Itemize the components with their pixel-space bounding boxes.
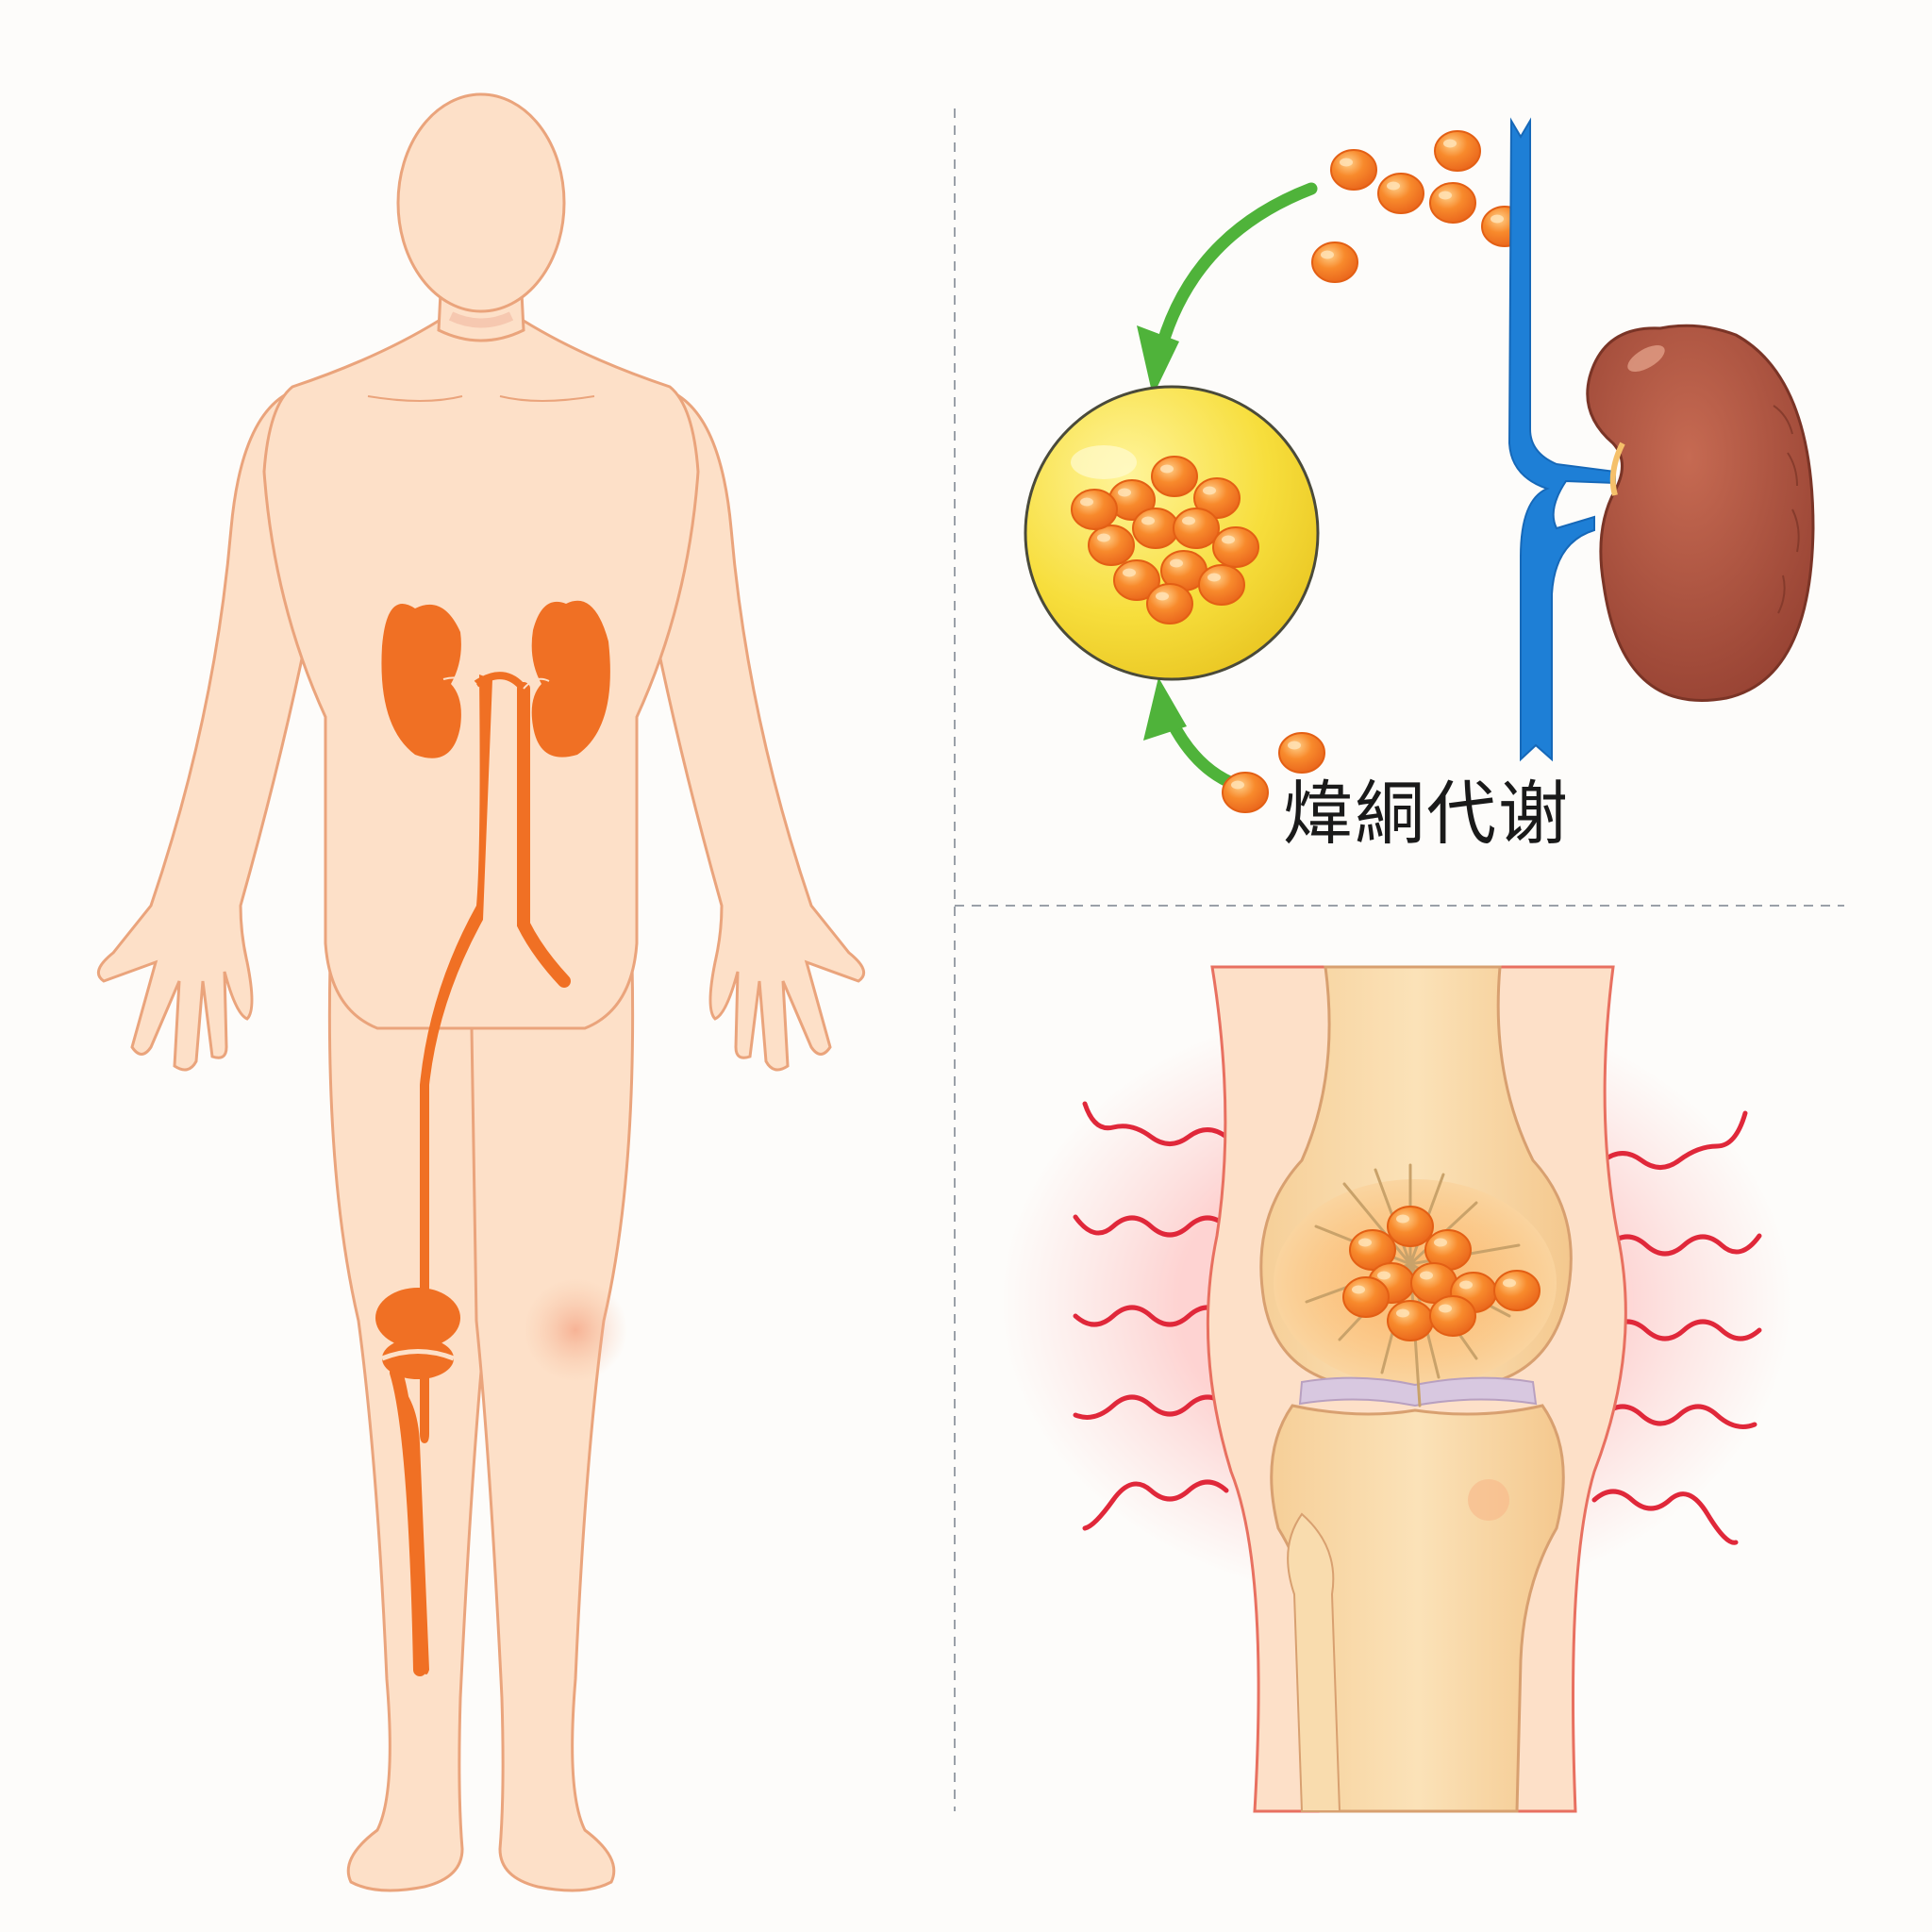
right-arm <box>635 393 866 1072</box>
head <box>396 92 566 313</box>
fibula <box>1287 1512 1341 1812</box>
left-arm <box>96 393 327 1072</box>
floating-crystals-top <box>1311 130 1528 283</box>
blue-vein <box>1507 117 1616 762</box>
human-body-figure <box>96 92 866 1892</box>
knee-glow <box>524 1278 627 1382</box>
kidney <box>1586 324 1815 702</box>
inflammation-waves-left <box>1073 1101 1229 1531</box>
torso <box>262 319 700 1030</box>
spiky-crystal-cluster <box>1305 1163 1541 1407</box>
metabolism-panel <box>1024 117 1815 813</box>
knee-joint-highlight <box>375 1288 460 1348</box>
top-green-arrow <box>1152 182 1318 365</box>
metabolism-label: 煒絧代谢 <box>1283 774 1570 855</box>
inflamed-knee-panel <box>1000 965 1792 1813</box>
top-arrowhead <box>1137 325 1179 396</box>
left-kidney-orange <box>381 604 461 758</box>
urinary-tract <box>375 600 610 1676</box>
bottom-arrowhead <box>1143 677 1187 741</box>
right-kidney-orange <box>531 600 610 758</box>
right-leg <box>470 959 635 1892</box>
inflammation-waves-right <box>1591 1110 1762 1545</box>
